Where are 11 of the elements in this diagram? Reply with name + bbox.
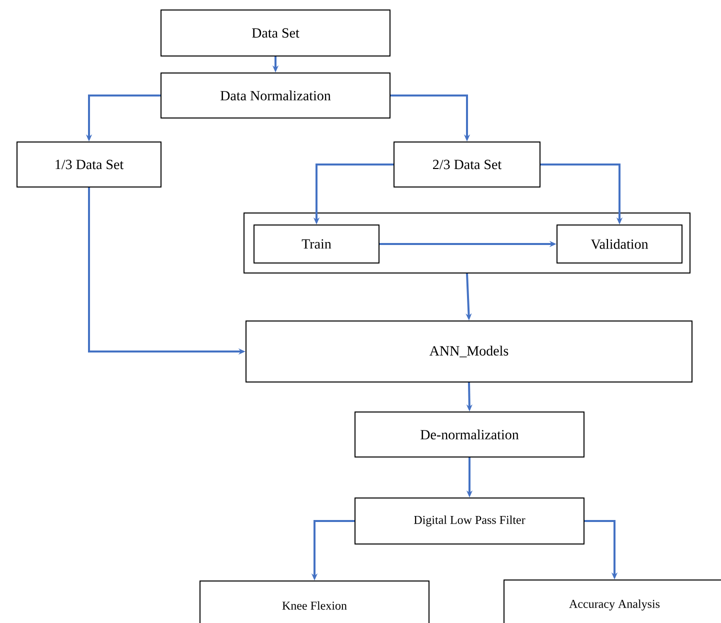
process-box: De-normalization xyxy=(354,412,584,458)
process-box: Data Normalization xyxy=(160,72,390,118)
process-box: Validation xyxy=(556,224,682,264)
process-box: Digital Low Pass Filter xyxy=(354,497,584,544)
process-box: Data Set xyxy=(160,10,390,56)
process-box: 2/3 Data Set xyxy=(394,142,540,188)
process-box: ANN_Models xyxy=(246,320,692,382)
process-box: 1/3 Data Set xyxy=(16,142,162,188)
process-box: Accuracy Analysis xyxy=(504,579,721,623)
process-box: Knee Flexion xyxy=(200,580,430,623)
process-box: Train xyxy=(254,224,380,264)
